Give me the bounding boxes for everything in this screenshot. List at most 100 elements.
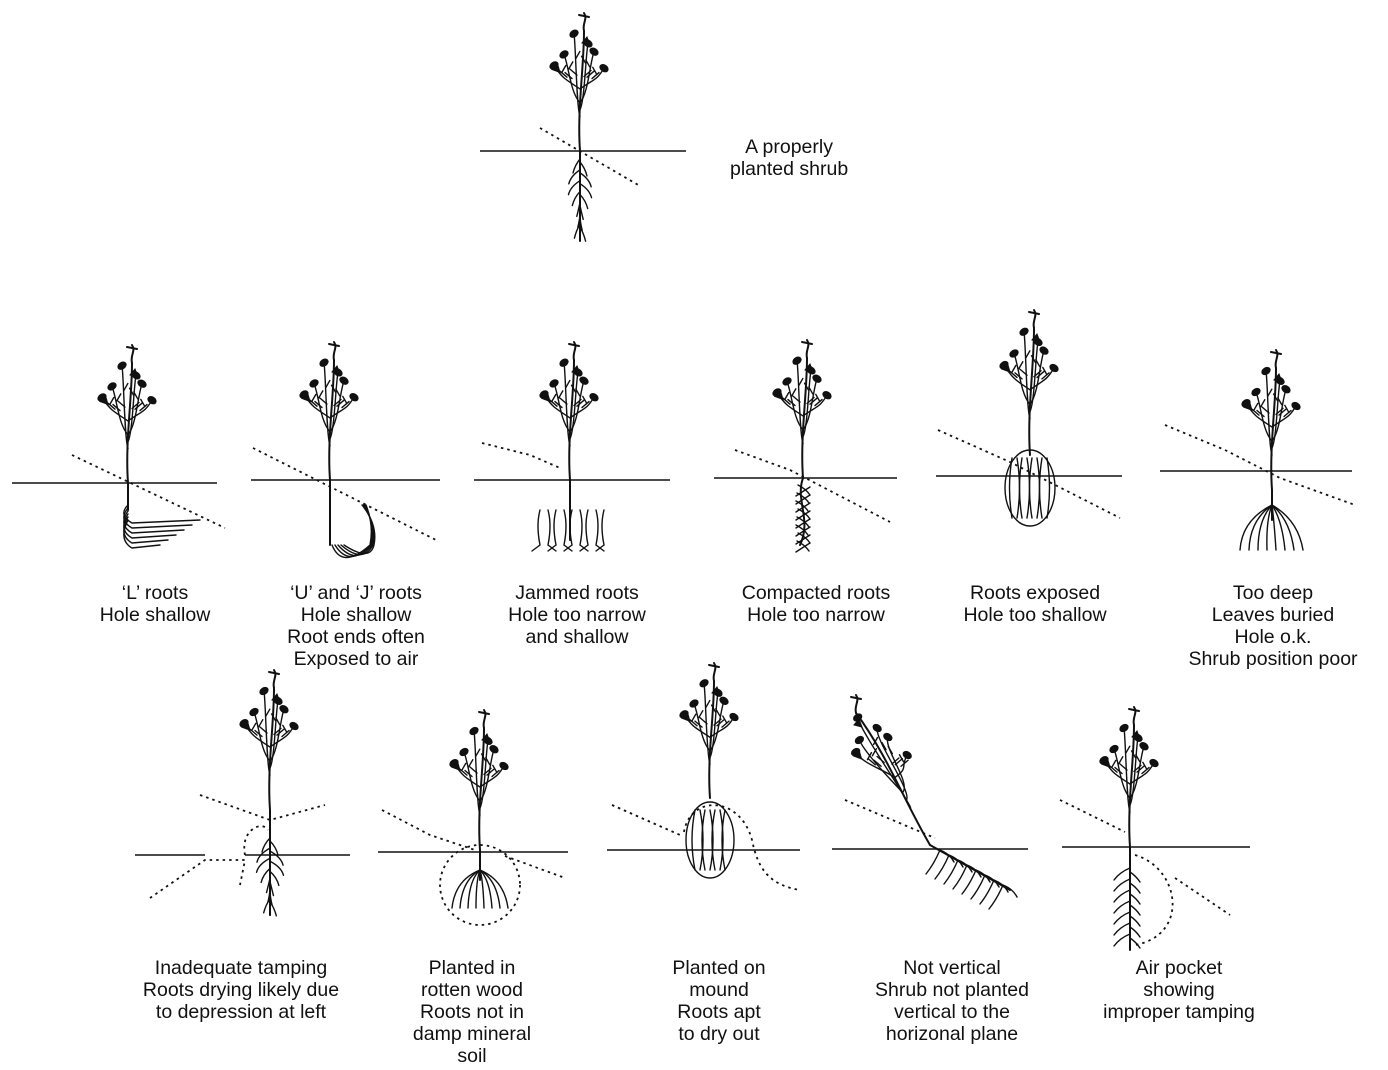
caption-line: A properly bbox=[730, 136, 848, 158]
caption-line: Hole too narrow bbox=[742, 604, 891, 626]
caption-not-vertical: Not verticalShrub not plantedvertical to… bbox=[875, 957, 1029, 1045]
caption-rotten-wood: Planted inrotten woodRoots not indamp mi… bbox=[413, 957, 531, 1067]
caption-air-pocket: Air pocketshowingimproper tamping bbox=[1103, 957, 1255, 1023]
soil-surface bbox=[200, 795, 325, 820]
caption-roots-exposed: Roots exposedHole too shallow bbox=[963, 582, 1106, 626]
leaf bbox=[1048, 363, 1059, 373]
leaf bbox=[146, 395, 157, 405]
leader-tip bbox=[1129, 709, 1139, 711]
leaf bbox=[811, 373, 822, 383]
leaf bbox=[288, 721, 299, 731]
leaf bbox=[568, 28, 579, 38]
root bbox=[944, 860, 972, 884]
leaf bbox=[106, 381, 117, 391]
caption-line: Inadequate tamping bbox=[143, 957, 339, 979]
caption-line: Jammed roots bbox=[508, 582, 646, 604]
twig bbox=[569, 62, 573, 69]
root bbox=[124, 508, 192, 528]
twig bbox=[1279, 409, 1286, 415]
shrub-proper bbox=[548, 13, 609, 241]
caption-line: to dry out bbox=[672, 1023, 765, 1045]
twig bbox=[587, 71, 594, 77]
caption-proper-planting: A properlyplanted shrub bbox=[730, 136, 848, 180]
twig bbox=[124, 384, 128, 391]
root bbox=[1047, 458, 1050, 518]
leaf bbox=[1250, 387, 1261, 397]
twig bbox=[259, 720, 263, 727]
shrub-jammed-roots bbox=[532, 342, 604, 551]
caption-inadequate-tamping: Inadequate tampingRoots drying likely du… bbox=[143, 957, 339, 1023]
leaf bbox=[791, 355, 802, 365]
leaf bbox=[1148, 758, 1159, 768]
soil-slope bbox=[845, 800, 935, 838]
caption-line: soil bbox=[413, 1045, 531, 1067]
root bbox=[980, 880, 1008, 904]
caption-compacted-roots: Compacted rootsHole too narrow bbox=[742, 582, 891, 626]
soil-slope bbox=[1165, 425, 1355, 505]
root bbox=[989, 885, 1017, 909]
leaf bbox=[872, 723, 883, 733]
twig bbox=[1137, 766, 1144, 772]
caption-line: Too deep bbox=[1188, 582, 1357, 604]
twig bbox=[252, 723, 256, 730]
leaf bbox=[558, 49, 569, 59]
leaf bbox=[258, 686, 269, 696]
root bbox=[124, 517, 168, 543]
twig bbox=[326, 381, 330, 388]
leader-tip bbox=[269, 672, 279, 674]
shrub-inadequate-tamping bbox=[238, 670, 299, 916]
caption-line: Root ends often bbox=[287, 626, 425, 648]
caption-line: Compacted roots bbox=[742, 582, 891, 604]
twig bbox=[562, 65, 566, 72]
leaf bbox=[1290, 401, 1301, 411]
shrub-u-j-roots bbox=[298, 342, 374, 558]
leaf bbox=[248, 707, 259, 717]
leaf bbox=[498, 761, 509, 771]
shrub-rotten-wood bbox=[440, 710, 520, 925]
root bbox=[971, 875, 999, 899]
twig bbox=[1254, 403, 1258, 410]
caption-line: Hole shallow bbox=[287, 604, 425, 626]
caption-line: Air pocket bbox=[1103, 957, 1255, 979]
leaf bbox=[718, 696, 729, 706]
twig bbox=[559, 391, 563, 398]
leader-tip bbox=[851, 697, 861, 699]
caption-line: Hole too shallow bbox=[963, 604, 1106, 626]
leaf bbox=[1138, 741, 1149, 751]
soil-slope bbox=[382, 810, 475, 850]
twig bbox=[337, 400, 344, 406]
caption-u-j-roots: ‘U’ and ‘J’ rootsHole shallowRoot ends o… bbox=[287, 582, 425, 670]
root bbox=[580, 195, 588, 209]
soil-slope bbox=[253, 448, 436, 540]
root bbox=[1040, 458, 1043, 518]
leaf bbox=[308, 378, 319, 388]
soil-slope bbox=[1175, 878, 1230, 915]
twig bbox=[469, 760, 473, 767]
caption-l-roots: ‘L’ rootsHole shallow bbox=[100, 582, 211, 626]
depression bbox=[150, 860, 245, 898]
twig bbox=[1019, 362, 1023, 369]
caption-line: to depression at left bbox=[143, 1001, 339, 1023]
leaf bbox=[821, 390, 832, 400]
twig bbox=[277, 729, 284, 735]
leaf bbox=[588, 46, 599, 56]
twig bbox=[1026, 351, 1030, 358]
leaf bbox=[278, 704, 289, 714]
root bbox=[935, 855, 963, 879]
leader-tip bbox=[1029, 312, 1039, 314]
caption-line: Roots not in bbox=[413, 1001, 531, 1023]
leaf bbox=[598, 63, 609, 73]
twig bbox=[706, 701, 710, 708]
soil-slope bbox=[72, 455, 225, 528]
root bbox=[953, 865, 981, 889]
leaf bbox=[318, 357, 329, 367]
shrub-l-roots bbox=[96, 345, 200, 548]
leaf bbox=[902, 750, 913, 760]
caption-line: planted shrub bbox=[730, 158, 848, 180]
planting-slit bbox=[540, 128, 640, 186]
leaf bbox=[578, 375, 589, 385]
leader-tip bbox=[127, 347, 137, 349]
